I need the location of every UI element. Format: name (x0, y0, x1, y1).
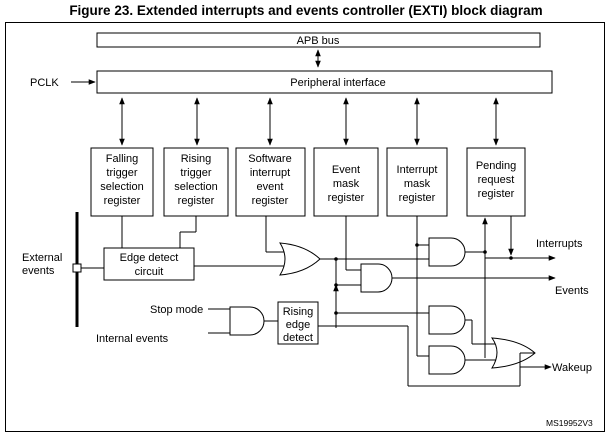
rising-edge-line-3: detect (283, 332, 313, 344)
wakeup-label: Wakeup (552, 362, 592, 374)
event-mask-register (313, 147, 379, 217)
rising-edge-line-2: edge (286, 319, 310, 331)
peripheral-interface-label: Peripheral interface (290, 77, 385, 89)
or-gate-wakeup (490, 337, 536, 369)
pending-request-line-2: request (478, 174, 515, 186)
peripheral-interface-box (96, 70, 553, 94)
apb-bus-box (96, 32, 541, 48)
junction-pending (509, 256, 513, 260)
event-mask-line-3: register (328, 192, 365, 204)
external-events-pin (72, 263, 82, 273)
stop-mode-label: Stop mode (150, 304, 203, 316)
rising-trigger-register (163, 147, 229, 217)
rising-trigger-line-4: register (178, 195, 215, 207)
interrupt-mask-register (386, 147, 448, 217)
edge-detect-circuit (103, 247, 195, 281)
events-label: Events (555, 285, 589, 297)
software-register-line-1: Software (248, 153, 291, 165)
interrupt-mask-line-1: Interrupt (397, 164, 438, 176)
and-gate-events (360, 263, 393, 293)
falling-trigger-line-2: trigger (106, 167, 138, 179)
software-register-line-4: register (252, 195, 289, 207)
software-register-line-3: event (257, 181, 284, 193)
rising-trigger-line-2: trigger (180, 167, 212, 179)
external-events-line-1: External (22, 252, 62, 264)
interrupts-label: Interrupts (536, 238, 583, 250)
falling-trigger-line-4: register (104, 195, 141, 207)
pending-request-line-1: Pending (476, 160, 516, 172)
rising-trigger-line-3: selection (174, 181, 217, 193)
software-interrupt-event-register (235, 147, 306, 217)
falling-trigger-line-1: Falling (106, 153, 138, 165)
external-events-line-2: events (22, 265, 55, 277)
falling-trigger-register (90, 147, 154, 217)
figure-title: Figure 23. Extended interrupts and event… (69, 3, 543, 18)
diagram-frame (5, 22, 605, 432)
rising-trigger-line-1: Rising (181, 153, 212, 165)
and-gate-5 (428, 345, 466, 375)
event-mask-line-1: Event (332, 164, 360, 176)
edge-detect-line-1: Edge detect (120, 252, 179, 264)
falling-trigger-line-3: selection (100, 181, 143, 193)
apb-bus-label: APB bus (297, 35, 340, 47)
and-gate-4 (428, 305, 466, 335)
edge-detect-line-2: circuit (135, 266, 164, 278)
or-gate-1 (279, 242, 321, 276)
pclk-label: PCLK (30, 77, 59, 89)
document-code: MS19952V3 (546, 418, 593, 428)
rising-edge-detect (277, 301, 319, 345)
junction-and4 (334, 311, 338, 315)
interrupt-mask-line-2: mask (404, 178, 431, 190)
and-gate-interrupts (428, 237, 466, 267)
event-mask-line-2: mask (333, 178, 360, 190)
software-register-line-2: interrupt (250, 167, 290, 179)
rising-edge-line-1: Rising (283, 306, 314, 318)
pending-request-register (466, 147, 526, 217)
junction-and1 (483, 250, 487, 254)
junction-or1 (334, 257, 338, 261)
internal-events-label: Internal events (96, 333, 169, 345)
and-gate-stop-mode (229, 306, 265, 336)
interrupt-mask-line-3: register (399, 192, 436, 204)
pending-request-line-3: register (478, 188, 515, 200)
